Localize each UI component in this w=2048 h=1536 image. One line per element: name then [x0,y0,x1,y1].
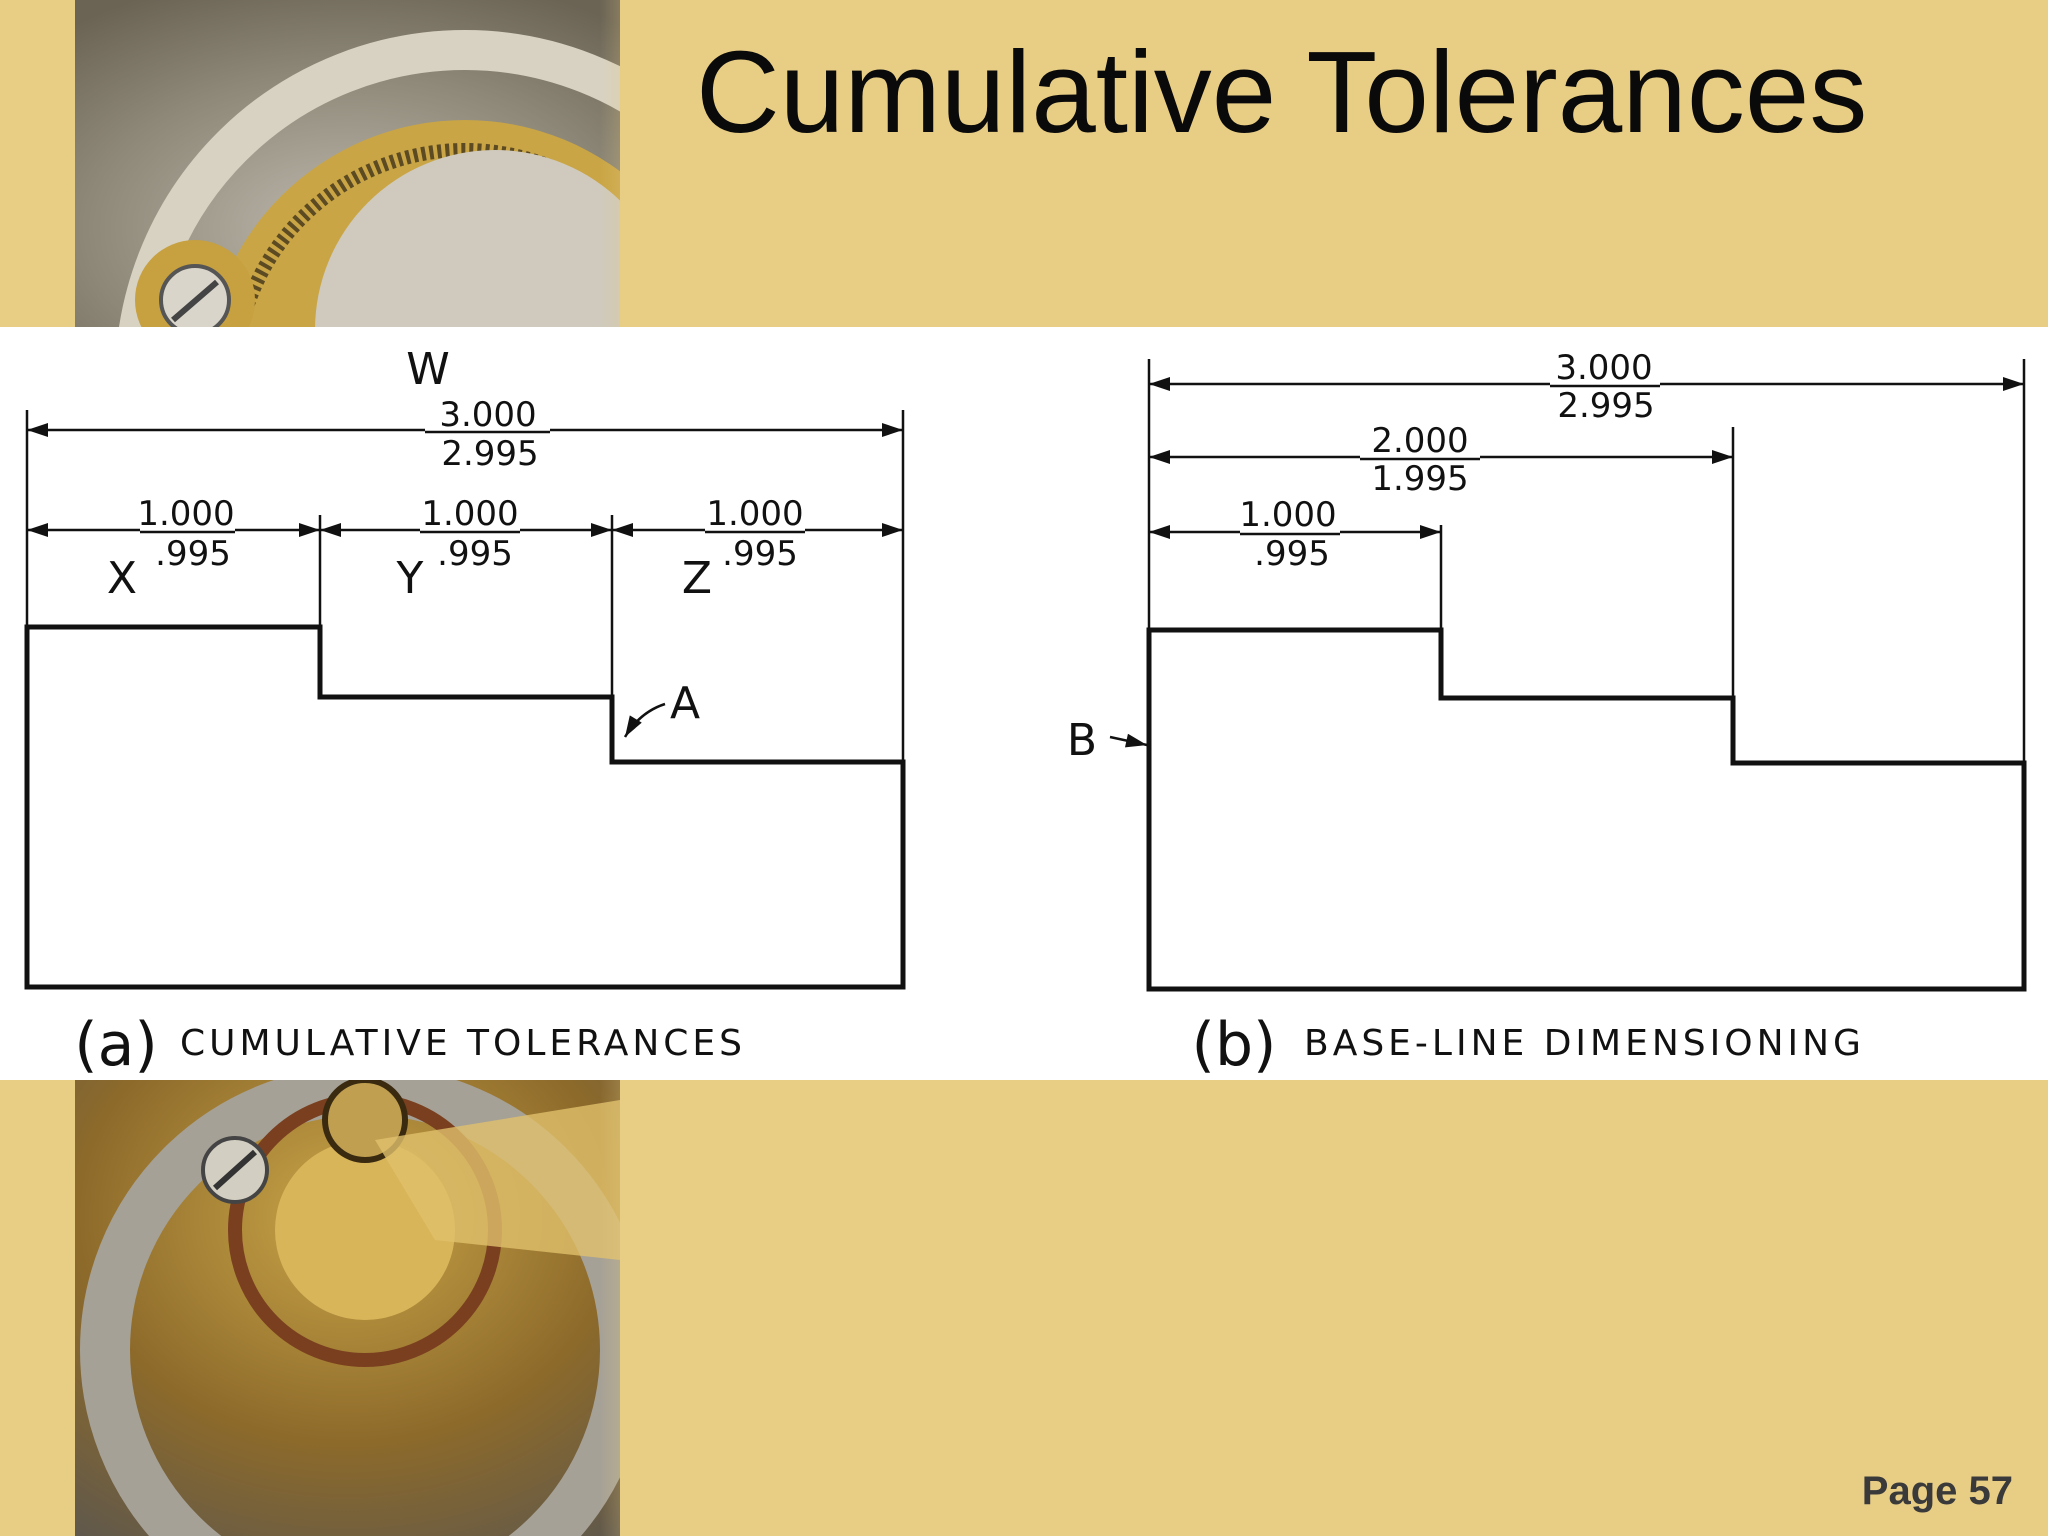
seg-z-lower: .995 [722,534,798,574]
label-x: X [107,553,137,604]
slide-title: Cumulative Tolerances [696,27,1868,157]
part-outline-b [1146,627,2027,992]
extension-lines-b [1147,359,2026,763]
part-outline-a [24,624,906,990]
seg-x-lower: .995 [155,534,231,574]
label-a: A [670,678,700,729]
figure-a: W 3.000 2.995 1.000 .995 X 1.000 .995 Y … [24,344,906,1080]
label-y: Y [396,553,424,604]
dim-b-3-upper: 3.000 [1555,348,1652,388]
caption-a-letter: (a) [74,1010,158,1080]
extension-lines-a [25,410,905,762]
dim-b-3-lower: 2.995 [1557,386,1654,426]
caption-b-letter: (b) [1192,1010,1277,1080]
label-w: W [406,344,450,395]
dim-b-1-lower: .995 [1254,534,1330,574]
label-z: Z [682,553,712,604]
figure-band: W 3.000 2.995 1.000 .995 X 1.000 .995 Y … [0,327,2048,1080]
caption-a-text: CUMULATIVE TOLERANCES [180,1023,746,1064]
seg-y-upper: 1.000 [421,494,518,534]
page-number: Page 57 [1861,1469,2013,1513]
dim-b-2-lower: 1.995 [1371,459,1468,499]
figure-b: 3.000 2.995 2.000 1.995 1.000 .995 B (b)… [1067,348,2027,1080]
watch-photo-bottom [75,1080,620,1536]
dim-b-2-upper: 2.000 [1371,421,1468,461]
overall-lower-a: 2.995 [441,434,538,474]
dim-b-1-upper: 1.000 [1239,495,1336,535]
seg-z-upper: 1.000 [706,494,803,534]
seg-x-upper: 1.000 [137,494,234,534]
seg-y-lower: .995 [437,534,513,574]
label-b: B [1067,715,1097,766]
caption-b-text: BASE-LINE DIMENSIONING [1304,1023,1865,1064]
overall-upper-a: 3.000 [439,395,536,435]
watch-photo-top [75,0,620,327]
